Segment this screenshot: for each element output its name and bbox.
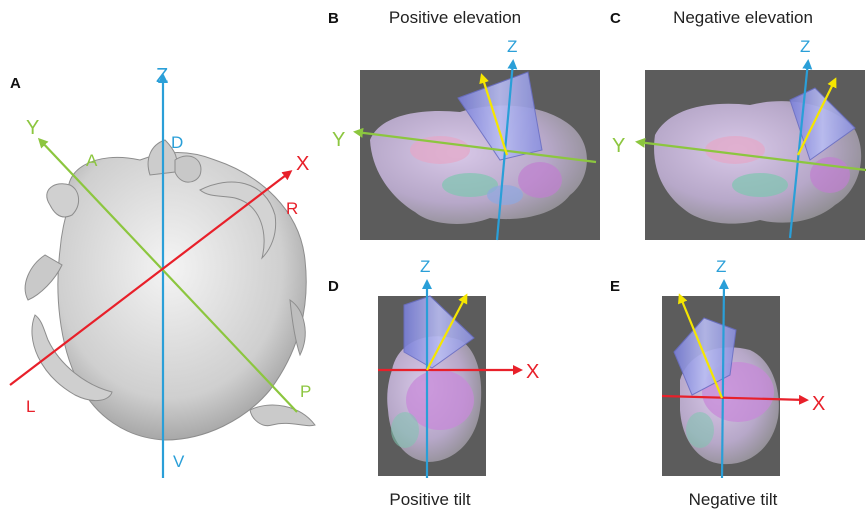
c-probe-vector xyxy=(797,77,837,156)
e-z-axis xyxy=(718,279,729,479)
a-y-axis xyxy=(37,137,298,413)
panel-e-caption: Negative tilt xyxy=(688,490,778,509)
panel-e-letter: E xyxy=(610,278,621,295)
panel-c-render xyxy=(645,70,865,240)
c-y-label: Y xyxy=(612,135,625,157)
e-probe-vector xyxy=(678,293,724,399)
panel-a-letter: A xyxy=(10,75,21,92)
panel-d-render xyxy=(378,295,486,476)
a-anterior-label: A xyxy=(86,151,98,170)
a-left-label: L xyxy=(26,397,35,416)
d-x-label: X xyxy=(526,361,539,383)
a-z-label: Z xyxy=(156,65,168,87)
e-x-label: X xyxy=(812,393,825,415)
b-z-label: Z xyxy=(507,37,517,56)
a-y-label: Y xyxy=(26,117,39,139)
b-y-label: Y xyxy=(332,129,345,151)
a-x-label: X xyxy=(296,153,309,175)
a-x-axis xyxy=(9,170,293,386)
a-right-label: R xyxy=(286,199,298,218)
panel-e-render xyxy=(662,296,780,476)
panel-b-letter: B xyxy=(328,10,339,27)
e-x-axis xyxy=(661,394,809,405)
d-z-label: Z xyxy=(420,257,430,276)
b-probe-vector xyxy=(479,73,509,156)
panel-c-letter: C xyxy=(610,10,621,27)
c-z-axis xyxy=(788,59,813,239)
a-ventral-label: V xyxy=(173,452,185,471)
a-dorsal-label: D xyxy=(171,133,183,152)
e-z-label: Z xyxy=(716,257,726,276)
c-y-axis xyxy=(635,137,866,172)
panel-c-title: Negative elevation xyxy=(673,8,813,27)
panel-d-caption: Positive tilt xyxy=(389,490,471,509)
c-z-label: Z xyxy=(800,37,810,56)
panel-d-letter: D xyxy=(328,278,339,295)
d-probe-vector xyxy=(426,293,468,371)
b-y-axis xyxy=(353,127,597,164)
a-posterior-label: P xyxy=(300,382,311,401)
panel-b-render xyxy=(360,70,600,240)
panel-b-title: Positive elevation xyxy=(388,8,522,27)
